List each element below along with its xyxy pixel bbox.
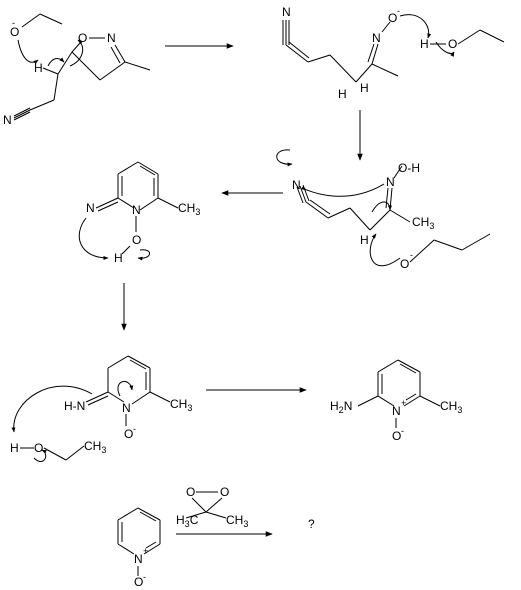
n-oxide-o-7: O (134, 575, 143, 589)
ethoxide-o: O (10, 25, 19, 39)
n-oxide-charge-5: - (133, 424, 136, 434)
amino-6: H2N (330, 399, 352, 415)
oxime-n-2: N (372, 31, 381, 45)
dmdo-methyl-right: CH3 (226, 513, 248, 529)
ethanol-h-5: H (10, 441, 19, 455)
pyridine-n-oxide-structure: N + O - (117, 507, 161, 589)
methyl-4: CH3 (178, 201, 200, 217)
ring-o: O (78, 31, 87, 45)
dmdo-methyl-left: H3C (176, 513, 199, 529)
dmdo-o1: O (186, 485, 195, 499)
methyl-3: CH3 (412, 215, 434, 231)
h-2a: H (338, 87, 347, 101)
imine-n-4: N (86, 201, 95, 215)
n-oxide-o-5: O (124, 427, 133, 441)
ring-n-6: N (392, 404, 401, 418)
n-oxide-charge-7: - (143, 572, 146, 582)
ethoxide-o-3: O (400, 257, 409, 271)
nitrile-n-1: N (3, 113, 12, 127)
ethanol-o-5: O (34, 441, 43, 455)
oxime-n-3: N (386, 175, 395, 189)
h-2b: H (360, 81, 369, 95)
oxime-oh-3: O-H (398, 161, 420, 175)
nitrile-n-2: N (282, 5, 291, 19)
nitrile-n-3: N (292, 178, 301, 192)
dmdo-o2: O (220, 485, 229, 499)
ethoxide-charge: - (12, 18, 15, 28)
oxime-neutral-structure: N H CH3 N O-H O - (276, 149, 491, 271)
n-oxide-charge-6: - (401, 426, 404, 436)
cyclized-structure: N CH3 N O H (78, 161, 200, 265)
n-oxygen-4: O (132, 233, 141, 247)
imine-n-oxide-structure: N CH3 H-N O - H O CH3 (10, 355, 192, 463)
h-3: H (360, 233, 369, 247)
isoxazoline-structure: H O N N (3, 31, 151, 127)
h-alpha: H (34, 61, 43, 75)
ring-n: N (107, 31, 116, 45)
ring-n-7: N (134, 552, 143, 566)
ethanol-methyl-5: CH3 (84, 439, 106, 455)
methyl-6: CH3 (440, 399, 462, 415)
ring-n-4: N (132, 203, 141, 217)
ethoxide-1: O - (10, 13, 63, 39)
ring-charge-7: + (143, 546, 148, 556)
n-oxide-o-6: O (392, 429, 401, 443)
unknown-product: ? (308, 517, 315, 531)
imine-hn-5: H-N (64, 399, 85, 413)
product-structure: N + CH3 H2N O - (330, 359, 462, 443)
ethanol-h: H (420, 37, 429, 51)
hydroxyl-h-4: H (114, 251, 123, 265)
ring-charge-6: + (401, 398, 406, 408)
ethanol-o: O (448, 37, 457, 51)
methyl-5: CH3 (170, 397, 192, 413)
ring-n-5: N (122, 401, 131, 415)
ethoxide-charge-3: - (410, 250, 413, 260)
oxime-o-2: O (388, 11, 397, 25)
oxime-charge: - (397, 6, 400, 16)
oxime-anion-structure: N H H N O - H O (282, 5, 505, 101)
dmdo-structure: O O H3C CH3 (176, 485, 248, 529)
